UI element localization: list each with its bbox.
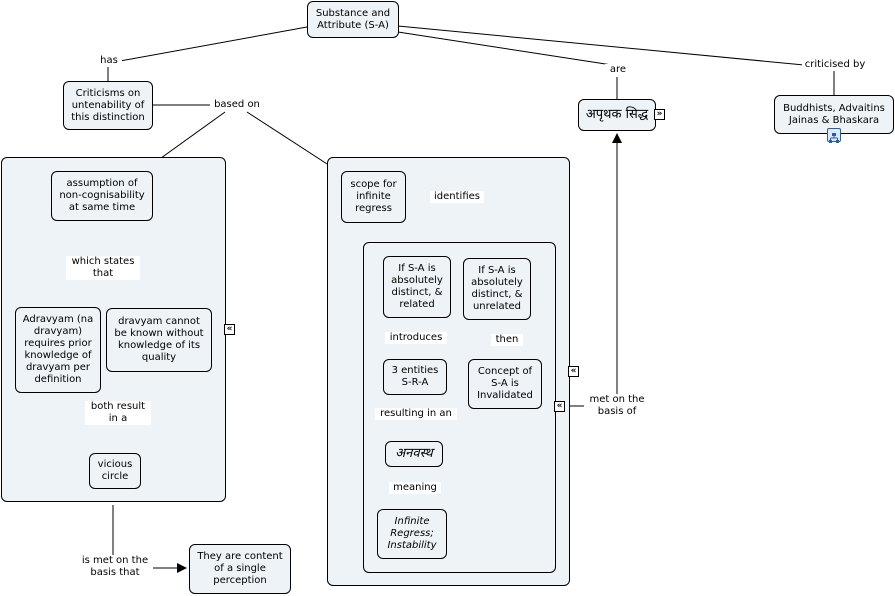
sitemap-glyph — [829, 133, 839, 143]
expand-arrows-icon[interactable]: » — [654, 109, 665, 120]
sitemap-icon[interactable] — [827, 128, 841, 143]
link-then[interactable]: then — [491, 334, 523, 346]
concept-distinct-related[interactable]: If S-A is absolutely distinct, & related — [383, 256, 451, 318]
collapse-arrows-icon[interactable]: « — [554, 401, 565, 412]
concept-assumption[interactable]: assumption of non-cognisability at same … — [51, 171, 153, 221]
link-based-on[interactable]: based on — [210, 99, 264, 111]
concept-single-perception[interactable]: They are content of a single perception — [189, 544, 291, 594]
link-are[interactable]: are — [605, 64, 631, 76]
link-both-result[interactable]: both result in a — [85, 401, 151, 425]
concept-infinite-regress[interactable]: Infinite Regress; Instability — [377, 509, 447, 559]
link-has[interactable]: has — [96, 55, 122, 67]
link-met-on-basis-of[interactable]: met on the basis of — [584, 394, 650, 418]
concept-invalidated[interactable]: Concept of S-A is Invalidated — [468, 359, 542, 409]
link-resulting-in-an[interactable]: resulting in an — [375, 408, 457, 420]
link-criticised-by[interactable]: criticised by — [802, 59, 868, 71]
concept-aprthak-siddha[interactable]: अपृथक सिद्ध — [578, 99, 656, 131]
concept-criticisms[interactable]: Criticisms on untenability of this disti… — [63, 81, 153, 130]
link-identifies[interactable]: identifies — [430, 191, 484, 203]
concept-vicious-circle[interactable]: vicious circle — [89, 453, 141, 489]
concept-anavastha[interactable]: अनवस्थ — [385, 441, 443, 467]
concept-scope-infinite-regress[interactable]: scope for infinite regress — [341, 171, 406, 223]
concept-dravyam[interactable]: dravyam cannot be known without knowledg… — [106, 308, 212, 372]
collapse-arrows-icon[interactable]: « — [568, 366, 579, 377]
concept-adravyam[interactable]: Adravyam (na dravyam) requires prior kno… — [15, 307, 101, 393]
link-which-states-that[interactable]: which states that — [66, 256, 140, 280]
link-is-met-on-basis[interactable]: is met on the basis that — [77, 555, 153, 579]
concept-three-entities[interactable]: 3 entities S-R-A — [383, 359, 447, 395]
link-meaning[interactable]: meaning — [389, 482, 441, 494]
link-introduces[interactable]: introduces — [385, 332, 447, 344]
concept-distinct-unrelated[interactable]: If S-A is absolutely distinct, & unrelat… — [463, 258, 531, 320]
root-concept[interactable]: Substance and Attribute (S-A) — [307, 1, 399, 38]
collapse-arrows-icon[interactable]: « — [224, 324, 235, 335]
